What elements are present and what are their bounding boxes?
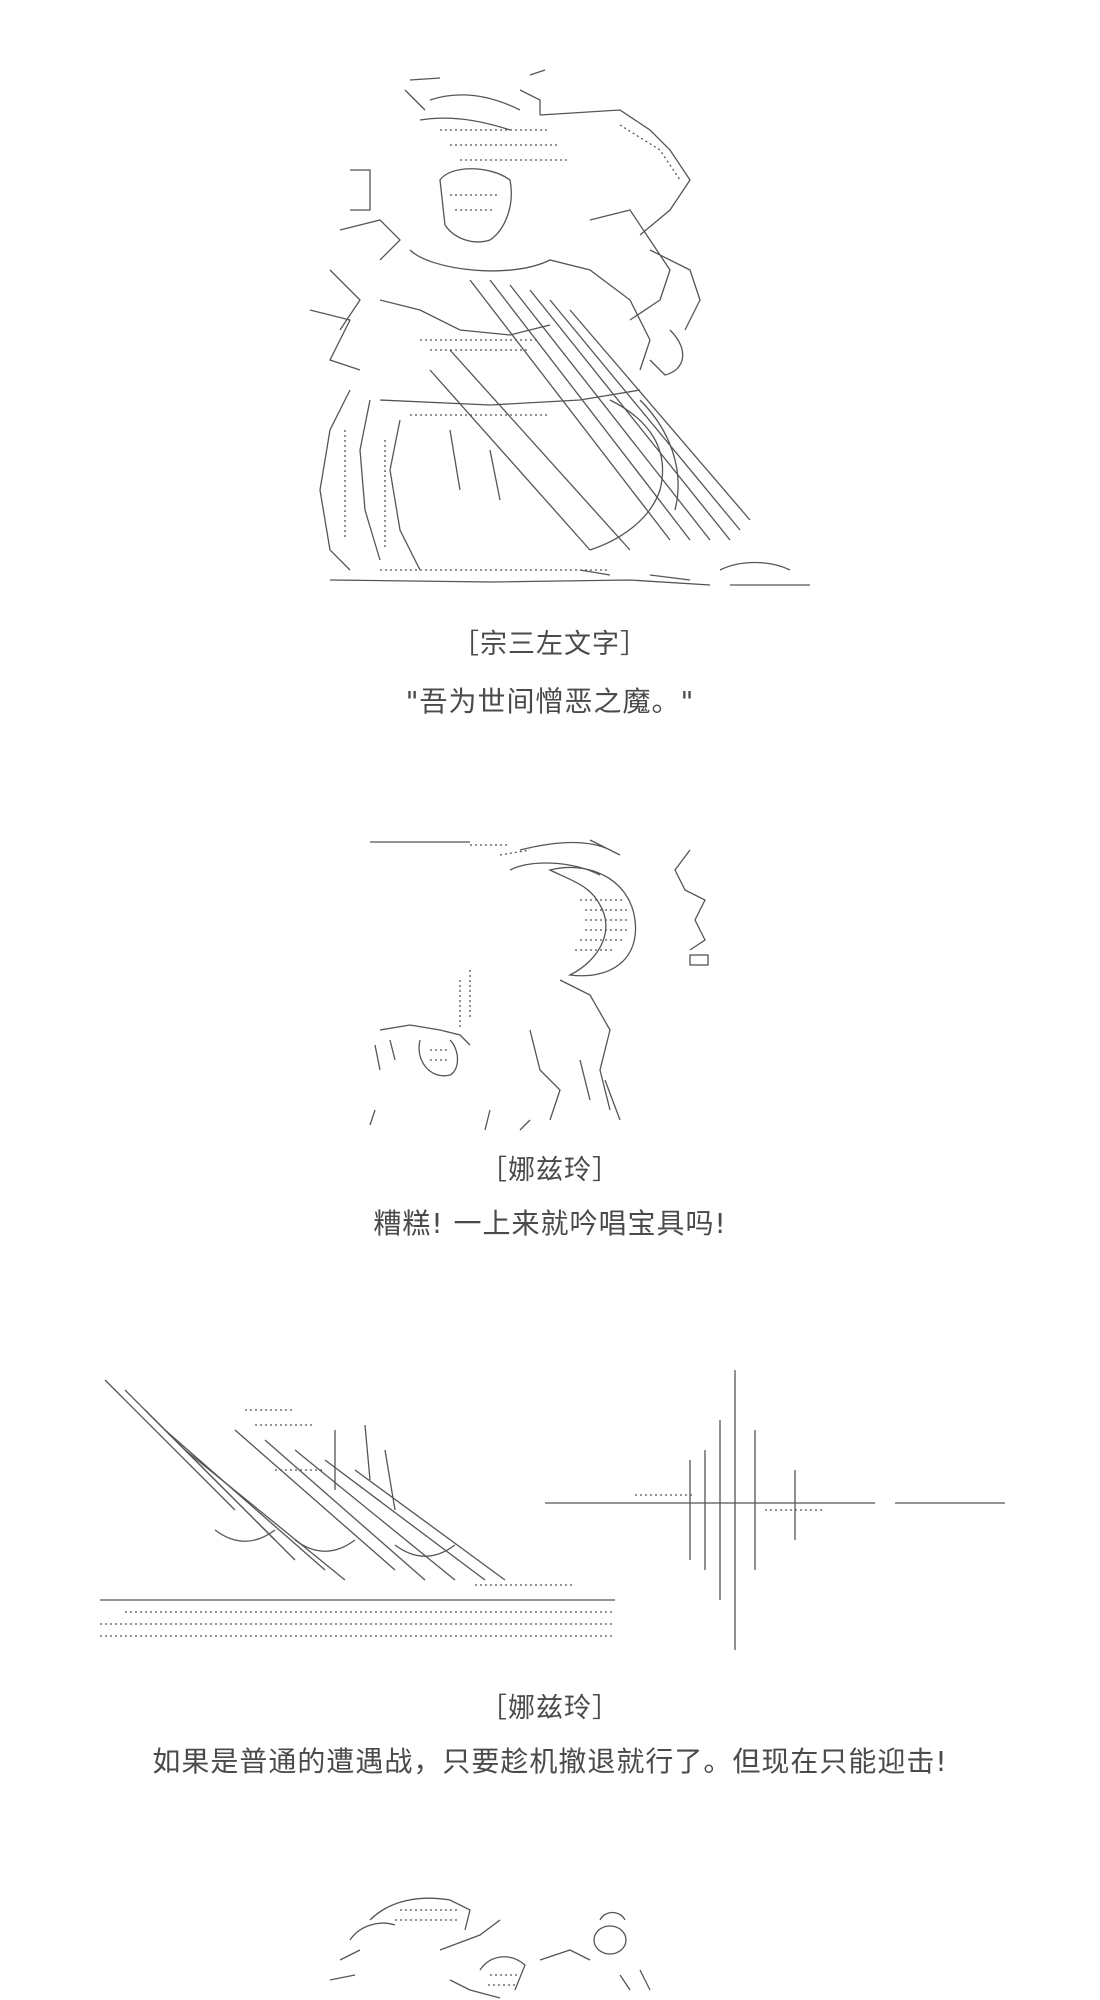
dialogue-line: 如果是普通的遭遇战，只要趁机撤退就行了。但现在只能迎击! — [152, 1745, 948, 1778]
dialogue-line: "吾为世间憎恶之魔。" — [405, 685, 695, 718]
ascii-art-partial — [329, 1897, 651, 1999]
speaker-label: ［娜兹玲］ — [480, 1155, 620, 1186]
speaker-label: ［宗三左文字］ — [452, 629, 648, 660]
ascii-art-slash — [100, 1370, 1005, 1650]
ascii-art-attack — [369, 839, 709, 1131]
speaker-label: ［娜兹玲］ — [480, 1693, 620, 1724]
dialogue-line: 糟糕! 一上来就吟唱宝具吗! — [373, 1207, 727, 1240]
ascii-art-warrior — [309, 69, 810, 586]
